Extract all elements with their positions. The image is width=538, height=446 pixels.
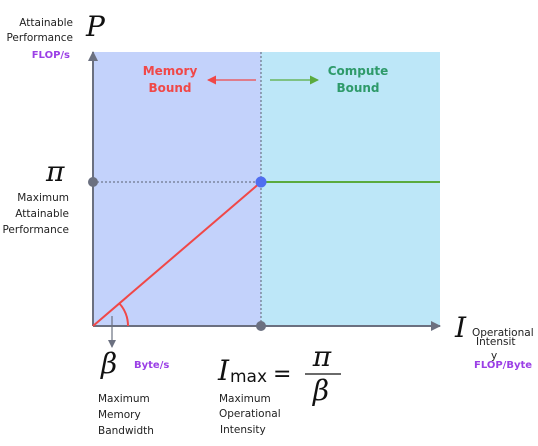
x-axis-label-line2: Intensit bbox=[476, 336, 516, 348]
imax-label-line3: Intensity bbox=[220, 424, 266, 436]
y-axis-symbol: P bbox=[85, 10, 106, 43]
x-axis-label-line3: y bbox=[491, 350, 497, 362]
imax-numerator: π bbox=[312, 340, 332, 373]
imax-label-line2: Operational bbox=[219, 408, 281, 420]
memory-bound-label-line2: Bound bbox=[148, 81, 191, 95]
compute-bound-label-line1: Compute bbox=[328, 64, 389, 78]
x-axis-symbol: I bbox=[454, 311, 467, 344]
pi-label-line1: Maximum bbox=[17, 192, 69, 204]
imax-label-line1: Maximum bbox=[219, 393, 271, 405]
compute-bound-region bbox=[261, 52, 440, 326]
beta-label-line3: Bandwidth bbox=[98, 425, 154, 437]
bandwidth-angle-arc bbox=[118, 302, 129, 327]
imax-equals: = bbox=[273, 362, 291, 387]
y-axis-label-line2: Performance bbox=[6, 32, 73, 44]
memory-roof-line bbox=[92, 181, 262, 327]
beta-label-line2: Memory bbox=[98, 409, 141, 421]
pi-axis-point bbox=[88, 177, 98, 187]
y-axis-unit: FLOP/s bbox=[32, 50, 70, 61]
x-axis-label-line1: Operational bbox=[472, 327, 534, 339]
beta-symbol: β bbox=[100, 347, 117, 380]
imax-denominator: β bbox=[312, 374, 329, 407]
imax-symbol: I bbox=[217, 354, 230, 387]
memory-bound-label-line1: Memory bbox=[143, 64, 198, 78]
memory-bound-region bbox=[93, 52, 261, 326]
compute-bound-label-line2: Bound bbox=[336, 81, 379, 95]
ridge-point bbox=[255, 176, 267, 188]
imax-axis-point bbox=[256, 321, 266, 331]
pi-label-line3: Performance bbox=[2, 224, 69, 236]
y-axis-label-line1: Attainable bbox=[19, 17, 73, 29]
beta-label-line1: Maximum bbox=[98, 393, 150, 405]
pi-symbol: π bbox=[45, 155, 65, 188]
pi-label-line2: Attainable bbox=[15, 208, 69, 220]
imax-subscript: max bbox=[230, 367, 267, 387]
beta-unit: Byte/s bbox=[134, 360, 169, 371]
x-axis-unit: FLOP/Byte bbox=[474, 360, 532, 371]
